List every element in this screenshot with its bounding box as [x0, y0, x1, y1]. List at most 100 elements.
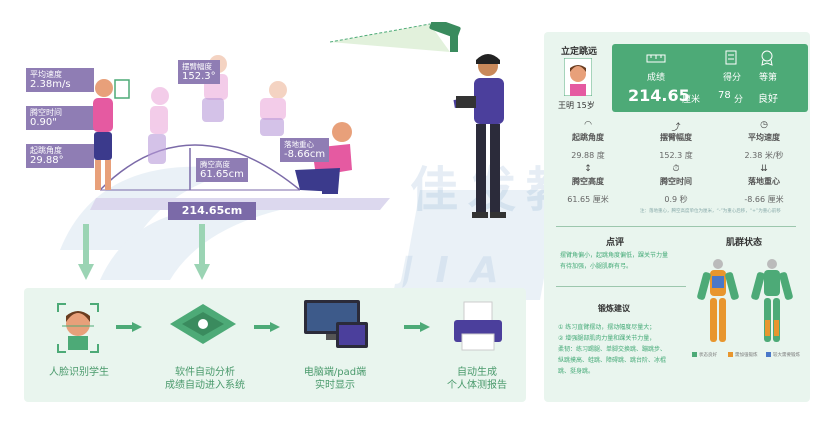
grade-label: 等第: [758, 73, 777, 83]
flow-step-4: 自动生成 个人体测报告: [432, 366, 522, 392]
stat-value: 61.65 厘米: [567, 195, 609, 204]
tag-label: 摆臂幅度: [182, 62, 212, 71]
arm-icon: ⤴: [671, 123, 681, 133]
stat-value: -8.66 厘米: [744, 195, 784, 204]
legend-need: 较大需要锻炼: [766, 352, 800, 358]
stats-note: 注：落地重心，腾空高度单位为厘米，“-”为重心后移，“+”为重心前移: [640, 209, 781, 214]
training-line: ① 练习直臂摆动，摆动幅度尽量大；: [558, 324, 656, 331]
stat-value: 29.88 度: [571, 151, 605, 160]
muscle-diagram: [697, 259, 793, 342]
metric-label: 腾空时间: [30, 108, 62, 117]
score-icon: [725, 50, 737, 65]
flow-step-3: 电脑端/pad端 实时显示: [290, 366, 380, 392]
result-label: 成绩: [646, 73, 665, 83]
comment-line: 摆臂角偏小，起跳角度偏低，踝关节力量: [560, 252, 669, 259]
training-text: ① 练习直臂摆动，摆动幅度尽量大； ② 增强腿部肌肉力量和踝关节力量， 柔韧：练…: [558, 322, 666, 377]
training-title: 锻炼建议: [598, 304, 630, 313]
divider: [556, 286, 686, 287]
stat-label: 落地重心: [748, 177, 780, 186]
flow-step-label: 电脑端/pad端: [303, 367, 367, 378]
flow-step-2: 软件自动分析 成绩自动进入系统: [150, 366, 260, 392]
metric-value: 0.90": [30, 117, 57, 128]
training-line: ② 增强腿部肌肉力量和踝关节力量，: [558, 335, 656, 342]
legend-label: 需加强锻炼: [735, 353, 758, 358]
jump-distance: 214.65cm: [168, 202, 256, 220]
devices-icon: [304, 300, 368, 348]
tag-air-height: 腾空高度 61.65cm: [196, 158, 248, 182]
flow-step-label2: 成绩自动进入系统: [165, 380, 245, 391]
flow-arrow-icon: [116, 322, 142, 332]
metric-value: 29.88°: [30, 155, 64, 166]
face-recognition-icon: [57, 303, 99, 353]
flow-step-label: 人脸识别学生: [49, 367, 109, 378]
score-card: 成绩 得分 等第 214.65 厘米 78 分 良好: [612, 44, 808, 112]
tag-value: -8.66cm: [284, 149, 326, 160]
grade-value: 良好: [758, 94, 778, 105]
stat-avg-speed: ◷ 平均速度 2.38 米/秒: [724, 120, 804, 161]
metric-label: 平均速度: [30, 70, 62, 79]
tag-landing: 落地重心 -8.66cm: [280, 138, 330, 162]
comment-title: 点评: [606, 238, 625, 248]
stat-takeoff-angle: ◠ 起跳角度 29.88 度: [548, 120, 628, 161]
legend-label: 状态良好: [699, 353, 717, 358]
flow-step-label2: 实时显示: [315, 380, 355, 391]
flow-arrow-icon: [404, 322, 430, 332]
flow-step-label: 软件自动分析: [175, 367, 235, 378]
training-line: 柔韧：练习踢腿、单脚交换跳、蹦跳步、: [558, 346, 667, 353]
stat-label: 平均速度: [748, 133, 780, 142]
points-label: 得分: [722, 73, 741, 83]
speedometer-icon: ◷: [760, 120, 768, 130]
points-unit: 分: [734, 95, 744, 105]
metric-avg-speed: 平均速度 2.38m/s: [26, 68, 94, 92]
stat-value: 0.9 秒: [664, 195, 688, 204]
points-value: 78: [718, 90, 731, 101]
ruler-icon: [646, 54, 666, 63]
timer-icon: ⏱: [672, 164, 680, 174]
camera-icon: [330, 22, 461, 52]
teacher-illustration: [453, 54, 506, 218]
stat-landing: ⇊ 落地重心 -8.66 厘米: [724, 164, 804, 205]
flow-panel: [24, 288, 526, 402]
stat-label: 腾空时间: [660, 177, 692, 186]
tag-label: 落地重心: [284, 140, 314, 149]
flow-arrow-icon: [254, 322, 280, 332]
metric-takeoff-angle: 起跳角度 29.88°: [26, 144, 94, 168]
tag-value: 61.65cm: [200, 169, 244, 180]
report-title: 立定跳远: [561, 47, 598, 57]
comment-text: 摆臂角偏小，起跳角度偏低，踝关节力量 有待加强，小腿肌群有弓。: [560, 250, 668, 272]
stat-air-time: ⏱ 腾空时间 0.9 秒: [636, 164, 716, 205]
tag-arm-swing: 摆臂幅度 152.3°: [178, 60, 220, 84]
stat-value: 2.38 米/秒: [744, 151, 784, 160]
training-line: 跳、挺身跳。: [558, 368, 595, 375]
comment-line: 有待加强，小腿肌群有弓。: [560, 263, 633, 270]
legend-good: 状态良好: [692, 352, 717, 358]
height-icon: ↕: [584, 164, 592, 174]
result-unit: 厘米: [682, 95, 701, 105]
landing-icon: ⇊: [760, 164, 768, 174]
training-line: 纵跳摸高、蛙跳、障碍跳、跳台阶、冰棍: [558, 357, 667, 364]
medal-icon: [761, 50, 773, 66]
legend-label: 较大需要锻炼: [773, 353, 800, 358]
tag-value: 152.3°: [182, 71, 216, 82]
stat-value: 152.3 度: [659, 151, 693, 160]
stat-label: 摆臂幅度: [660, 133, 692, 142]
metric-label: 起跳角度: [30, 146, 62, 155]
avatar: [564, 58, 592, 96]
flow-step-1: 人脸识别学生: [34, 366, 124, 379]
student-name: 王明 15岁: [558, 101, 595, 110]
tag-label: 腾空高度: [200, 160, 230, 169]
metric-value: 2.38m/s: [30, 79, 71, 90]
flow-step-label: 自动生成: [457, 367, 497, 378]
flow-step-label2: 个人体测报告: [447, 380, 507, 391]
chip-icon: [170, 304, 236, 344]
metric-air-time: 腾空时间 0.90": [26, 106, 94, 130]
stat-label: 腾空高度: [572, 177, 604, 186]
stat-air-height: ↕ 腾空高度 61.65 厘米: [548, 164, 628, 205]
angle-icon: ◠: [584, 120, 592, 130]
stat-label: 起跳角度: [572, 133, 604, 142]
legend-improve: 需加强锻炼: [728, 352, 758, 358]
result-value: 214.65: [628, 86, 690, 105]
printer-icon: [454, 301, 502, 351]
down-arrows: [78, 224, 210, 280]
divider: [556, 226, 796, 227]
